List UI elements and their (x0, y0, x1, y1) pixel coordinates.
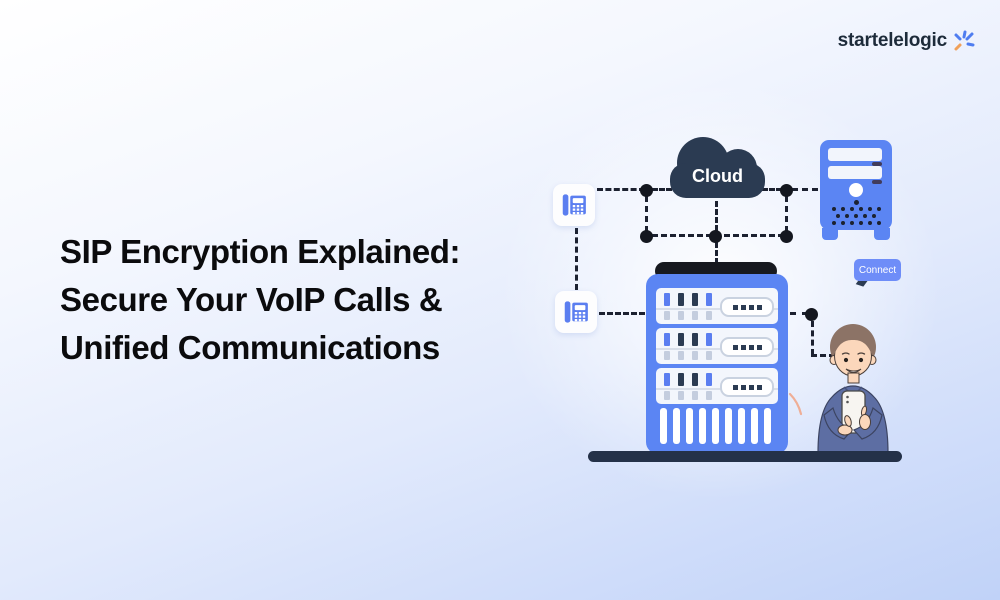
tower-power-button (849, 183, 863, 197)
headline-line-3: Unified Communications (60, 329, 440, 366)
tower-foot (822, 228, 838, 240)
server-port-pill (720, 377, 774, 397)
headline-line-1: SIP Encryption Explained: (60, 233, 461, 270)
network-node (640, 184, 653, 197)
server-unit (656, 368, 778, 404)
pc-tower-icon (820, 140, 892, 230)
desk-phone-tile (555, 291, 597, 333)
connector-node-down-person (811, 321, 814, 355)
brand-name: startelelogic (837, 30, 948, 51)
desk-phone-tile (553, 184, 595, 226)
tower-led (872, 180, 882, 184)
desk-bar (588, 451, 902, 462)
headline-line-2: Secure Your VoIP Calls & (60, 281, 443, 318)
connector-node-tower (792, 188, 818, 191)
tower-led (872, 162, 882, 166)
connector-cloud-node-right (762, 188, 782, 191)
connector-phone1-phone2 (575, 228, 578, 290)
tower-indicator (854, 200, 859, 205)
tower-vent-dots (820, 214, 892, 218)
chat-bubble: Connect (854, 259, 901, 281)
accent-arc-icon (788, 392, 803, 416)
connector-server-node (790, 312, 808, 315)
server-vents (660, 408, 774, 444)
connector-phone2-server (599, 312, 645, 315)
cloud-label: Cloud (692, 166, 743, 186)
network-node (805, 308, 818, 321)
desk-phone-icon (564, 301, 588, 323)
connector-node-person (811, 354, 844, 357)
server-unit (656, 328, 778, 364)
network-node (709, 230, 722, 243)
page-title: SIP Encryption Explained: Secure Your Vo… (60, 228, 461, 372)
connector-node-down-left (645, 196, 648, 232)
network-node (780, 184, 793, 197)
desk-phone-icon (562, 194, 586, 216)
server-port-pill (720, 297, 774, 317)
connector-node-cloud-left (652, 188, 672, 191)
server-rack-icon (646, 274, 788, 454)
connector-node-server (715, 242, 718, 264)
tower-slot (828, 148, 882, 161)
connect-label: Connect (858, 264, 897, 276)
tower-vent-dots (820, 221, 892, 225)
connector-node-down-right (785, 196, 788, 232)
tower-vent-dots (820, 207, 892, 211)
network-node (640, 230, 653, 243)
network-node (780, 230, 793, 243)
cloud-icon (670, 163, 765, 198)
sparkle-icon (954, 30, 975, 51)
person-illustration (817, 324, 889, 453)
server-unit (656, 288, 778, 324)
server-port-pill (720, 337, 774, 357)
brand-logo: startelelogic (838, 28, 976, 54)
connector-phone1-node (597, 188, 645, 191)
tower-slot (828, 166, 882, 179)
connector-cloud-down (715, 201, 718, 231)
tower-foot (874, 228, 890, 240)
